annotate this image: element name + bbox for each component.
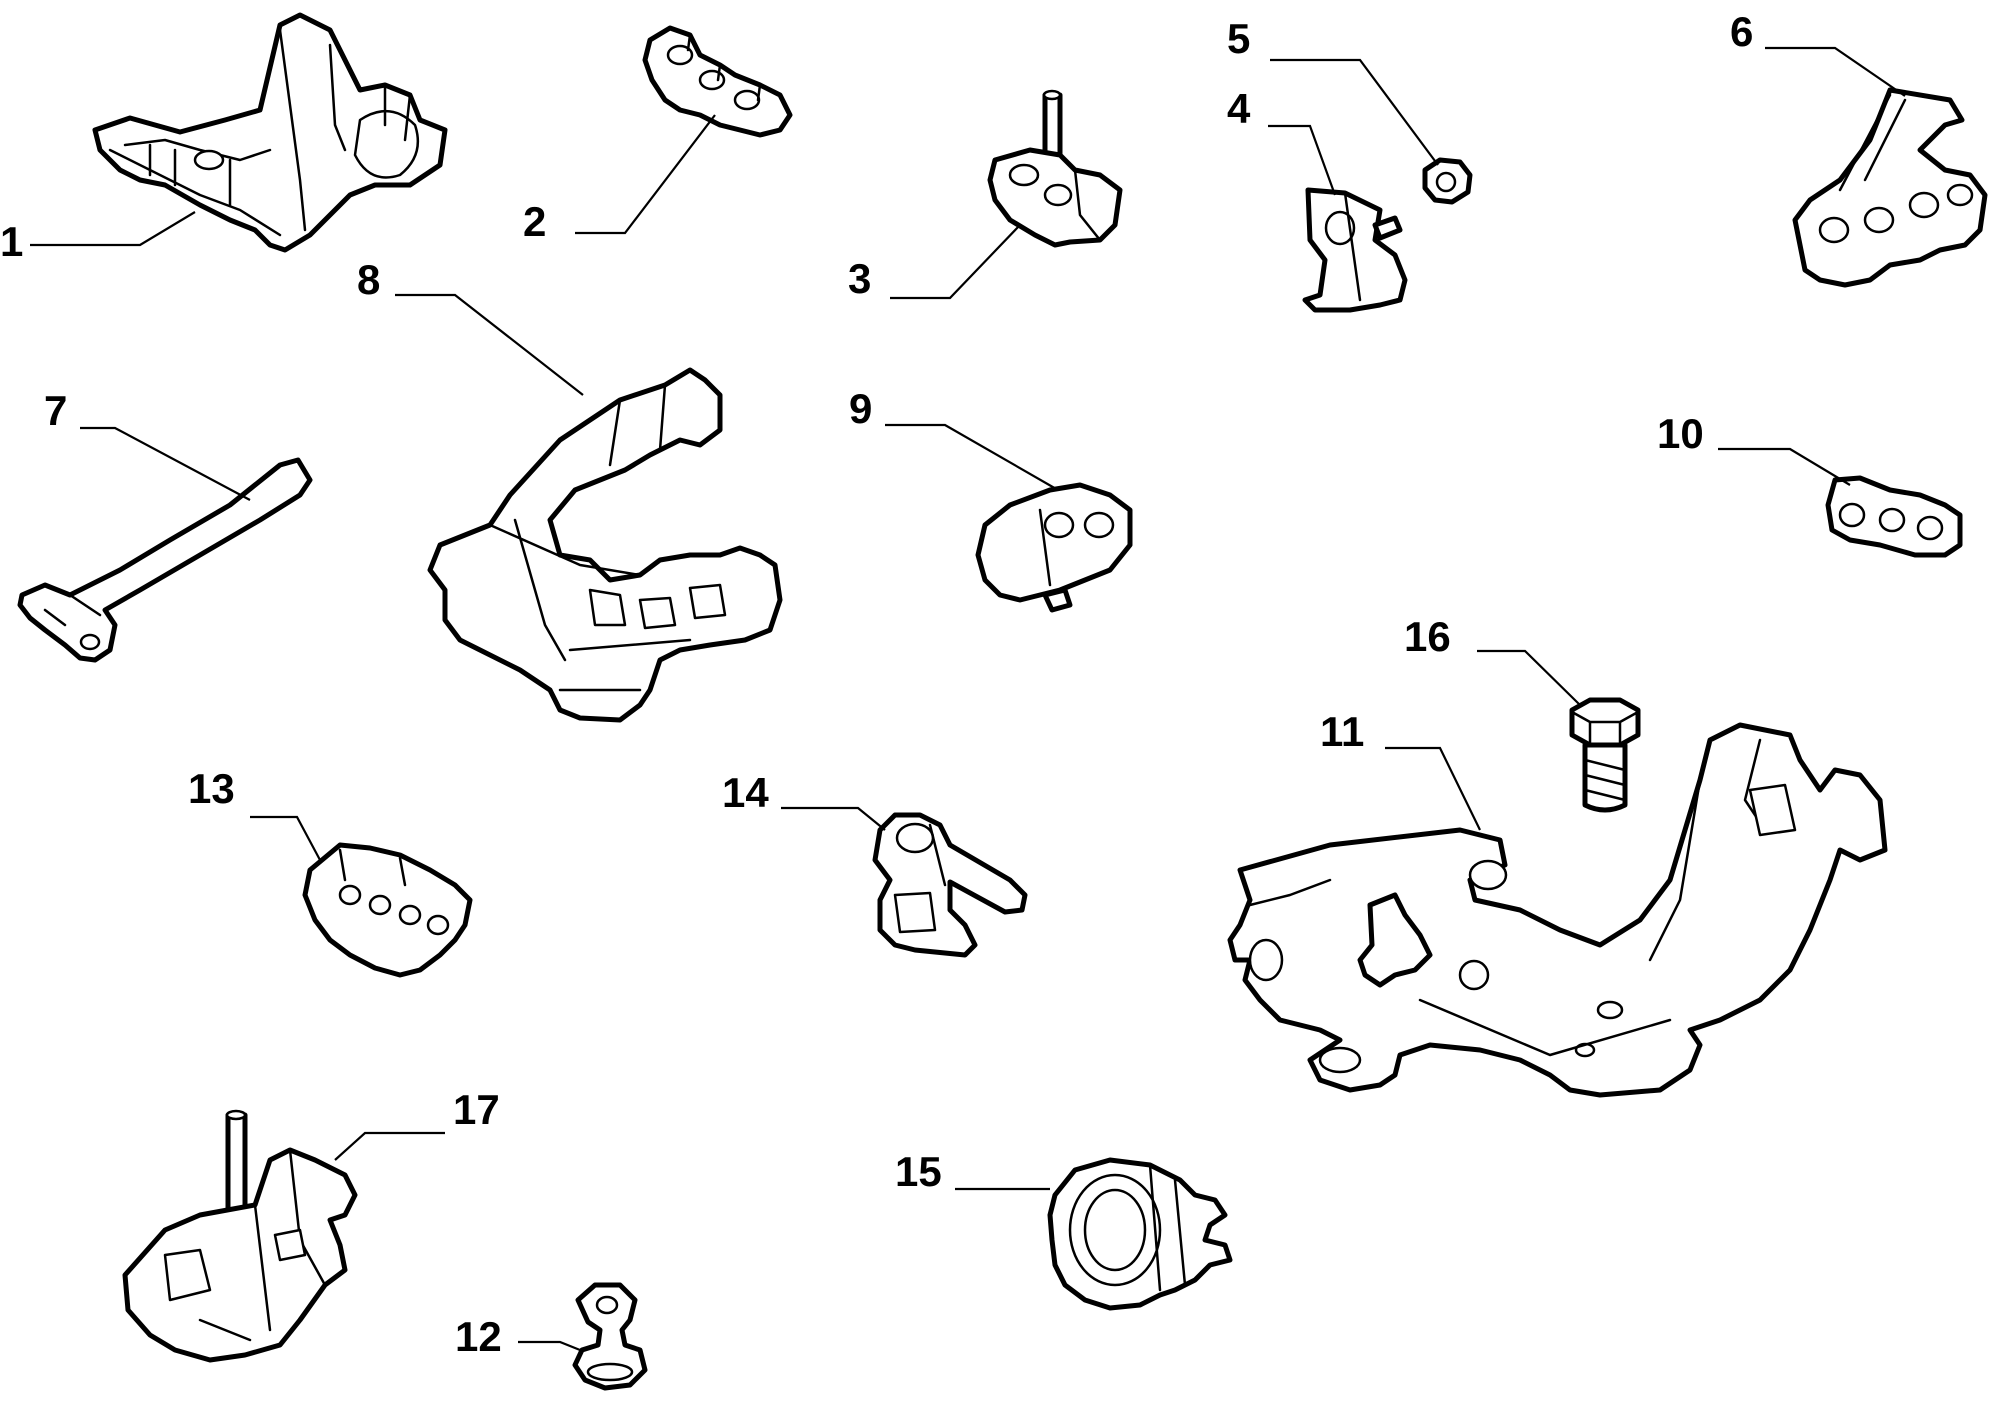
callout-14: 14 — [722, 769, 769, 816]
part-14-tube-clip — [872, 812, 1028, 958]
callout-13: 13 — [188, 765, 235, 812]
leader-line-9 — [885, 423, 1059, 491]
leader-lines — [30, 46, 1906, 1352]
part-15-round-pipe-clamp — [1047, 1157, 1233, 1311]
leader-line-14 — [781, 806, 886, 831]
leader-line-8 — [395, 293, 584, 396]
callout-9: 9 — [849, 385, 872, 432]
leader-line-16 — [1477, 649, 1581, 706]
callout-11: 11 — [1320, 708, 1364, 755]
part-5-nut — [1422, 157, 1473, 205]
callout-5: 5 — [1227, 15, 1250, 62]
part-13-multi-clip — [302, 842, 473, 978]
part-12-eye-hook — [572, 1282, 648, 1391]
callout-6: 6 — [1730, 8, 1753, 55]
part-2-triple-pipe-clip — [642, 25, 793, 138]
callout-15: 15 — [895, 1148, 942, 1195]
callout-12: 12 — [455, 1313, 502, 1360]
leader-line-10 — [1718, 447, 1851, 486]
leader-line-7 — [80, 426, 251, 501]
callout-2: 2 — [523, 198, 546, 245]
part-3-stud-clip — [987, 89, 1123, 248]
leader-line-6 — [1765, 46, 1906, 97]
part-9-double-pipe-clip — [975, 482, 1133, 613]
leader-line-17 — [334, 1131, 445, 1161]
part-1-pipe-clip-bracket — [92, 12, 448, 253]
leader-line-3 — [890, 224, 1021, 300]
leader-line-11 — [1385, 746, 1481, 831]
callout-16: 16 — [1404, 613, 1451, 660]
part-7-strap-tie — [17, 457, 313, 663]
callout-7: 7 — [44, 387, 67, 434]
part-6-multi-pipe-clip — [1792, 87, 1988, 288]
callout-8: 8 — [357, 256, 380, 303]
part-10-triple-clip-block — [1825, 475, 1963, 558]
callout-3: 3 — [848, 255, 871, 302]
callout-4: 4 — [1227, 85, 1251, 132]
callout-1: 1 — [0, 218, 23, 265]
callout-10: 10 — [1657, 410, 1704, 457]
part-11-mounting-bracket — [1227, 722, 1888, 1098]
leader-line-4 — [1268, 124, 1337, 196]
leader-line-5 — [1270, 58, 1439, 166]
part-8-multi-clip-bracket — [427, 367, 783, 723]
leader-line-13 — [250, 815, 321, 861]
part-16-hex-bolt — [1569, 697, 1641, 813]
leader-line-2 — [575, 114, 716, 235]
part-4-angle-bracket — [1302, 187, 1408, 313]
callout-numbers: 1 2 3 4 5 6 7 8 9 10 11 12 13 14 15 16 1… — [0, 8, 1753, 1360]
callout-17: 17 — [453, 1086, 500, 1133]
part-17-stud-bracket-clip — [122, 1109, 358, 1363]
leader-line-12 — [518, 1340, 581, 1352]
leader-line-1 — [30, 211, 196, 247]
